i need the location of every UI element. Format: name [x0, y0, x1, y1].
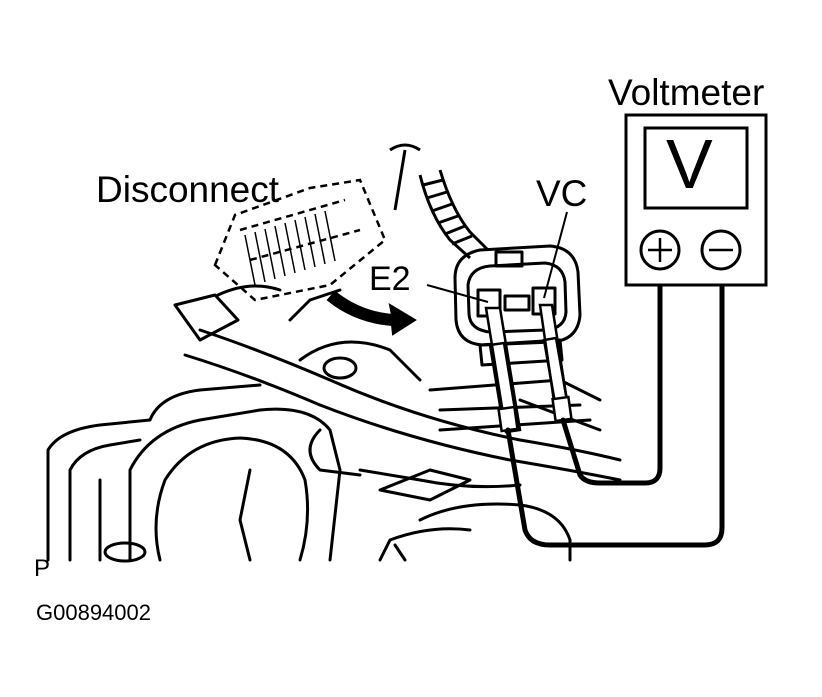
test-probes — [484, 303, 573, 434]
meter-display-text: V — [666, 125, 713, 203]
disconnect-arrow-icon — [326, 290, 417, 336]
corner-mark: P — [34, 555, 51, 582]
voltmeter-label: Voltmeter — [608, 72, 765, 113]
vc-terminal-label: VC — [536, 173, 588, 214]
voltmeter — [624, 113, 768, 287]
probe-leads — [505, 279, 725, 548]
sensor-connector — [453, 244, 582, 367]
figure-code: G00894002 — [36, 600, 151, 625]
positive-terminal-icon — [648, 238, 672, 262]
disconnected-connector-hatch — [244, 210, 336, 286]
leader-lines — [426, 211, 568, 303]
engine-line-art — [46, 284, 622, 563]
wire-harness — [389, 143, 490, 260]
disconnect-label: Disconnect — [96, 169, 280, 210]
disconnected-connector — [213, 178, 387, 302]
e2-terminal-label: E2 — [369, 260, 411, 298]
